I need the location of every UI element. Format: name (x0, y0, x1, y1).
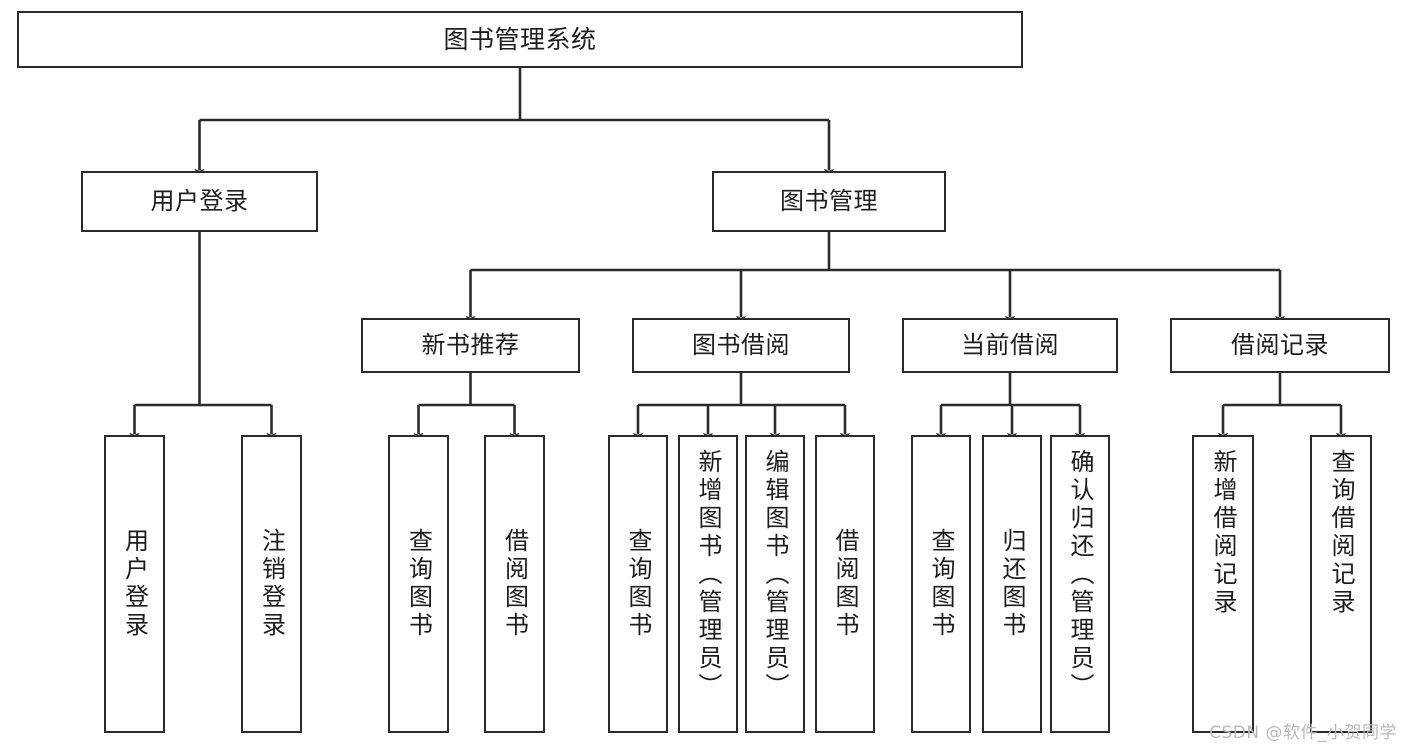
node-label: 归还图书 (998, 528, 1026, 640)
node-borrow-add[interactable]: 新增图书（管理员） (678, 435, 738, 733)
node-label: 借阅图书 (831, 528, 859, 640)
node-label: 新增借阅记录 (1209, 449, 1237, 617)
node-label: 图书管理 (780, 187, 878, 216)
node-current-confirm[interactable]: 确认归还（管理员） (1050, 435, 1110, 733)
node-login[interactable]: 用户登录 (81, 171, 318, 232)
node-login-logout[interactable]: 注销登录 (241, 435, 302, 733)
node-label: 借阅记录 (1231, 331, 1329, 360)
node-borrow-edit[interactable]: 编辑图书（管理员） (745, 435, 805, 733)
node-newbook-query[interactable]: 查询图书 (388, 435, 449, 733)
node-newbook[interactable]: 新书推荐 (361, 318, 580, 373)
node-label: 当前借阅 (961, 331, 1059, 360)
node-borrow-lend[interactable]: 借阅图书 (815, 435, 875, 733)
node-root[interactable]: 图书管理系统 (17, 11, 1023, 68)
watermark-text: CSDN @软件_小贺同学 (1209, 723, 1397, 743)
node-label: 查询图书 (404, 528, 433, 640)
node-label: 确认归还（管理员） (1066, 449, 1094, 701)
node-current[interactable]: 当前借阅 (902, 318, 1118, 373)
node-label: 查询图书 (624, 528, 652, 640)
node-label: 新增图书（管理员） (694, 449, 722, 701)
node-current-return[interactable]: 归还图书 (982, 435, 1042, 733)
node-records-query[interactable]: 查询借阅记录 (1310, 435, 1372, 733)
node-label: 查询借阅记录 (1327, 449, 1355, 617)
node-login-user[interactable]: 用户登录 (104, 435, 165, 733)
node-label: 新书推荐 (421, 331, 520, 360)
node-borrow[interactable]: 图书借阅 (632, 318, 850, 373)
node-records-add[interactable]: 新增借阅记录 (1192, 435, 1254, 733)
node-current-query[interactable]: 查询图书 (911, 435, 971, 733)
node-label: 编辑图书（管理员） (761, 449, 789, 701)
node-borrow-query[interactable]: 查询图书 (608, 435, 668, 733)
node-label: 用户登录 (120, 528, 149, 640)
node-label: 用户登录 (150, 187, 249, 216)
node-label: 借阅图书 (500, 528, 529, 640)
node-bookmgmt[interactable]: 图书管理 (712, 171, 946, 232)
node-newbook-borrow[interactable]: 借阅图书 (484, 435, 545, 733)
node-label: 注销登录 (257, 528, 286, 640)
node-label: 查询图书 (927, 528, 955, 640)
node-label: 图书管理系统 (443, 24, 597, 54)
node-label: 图书借阅 (692, 331, 790, 360)
node-records[interactable]: 借阅记录 (1170, 318, 1390, 373)
edges-group (129, 68, 1347, 442)
